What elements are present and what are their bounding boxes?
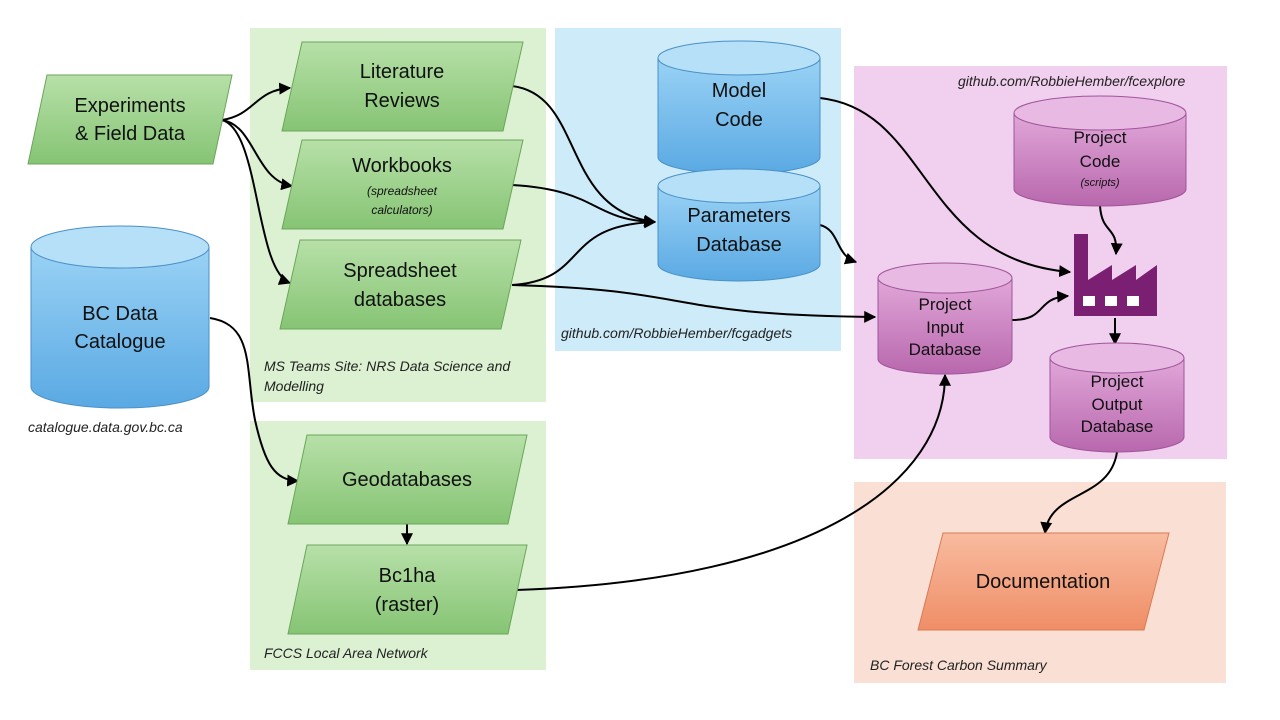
project-output-line1: Project (1091, 372, 1144, 391)
arrow-workbooks-parameters (511, 184, 657, 228)
parameters-line2: Database (696, 234, 782, 256)
bc1ha-node[interactable]: Bc1ha (raster) (287, 544, 528, 635)
project-output-line2: Output (1091, 395, 1142, 414)
experiments-line1: Experiments (74, 95, 185, 117)
project-input-line2: Input (926, 318, 964, 337)
parameters-database-node[interactable]: Parameters Database (657, 168, 821, 282)
catalogue-url-label: catalogue.data.gov.bc.ca (28, 419, 183, 435)
bc-forest-carbon-label: BC Forest Carbon Summary (870, 657, 1048, 673)
ms-teams-label-line1: MS Teams Site: NRS Data Science and (264, 358, 511, 374)
arrow-spreadsheet-parameters (511, 216, 657, 286)
arrow-parameters-factory (819, 224, 858, 265)
documentation-label: Documentation (976, 571, 1111, 593)
connectors (209, 82, 1123, 591)
project-code-node[interactable]: Project Code (scripts) (1013, 95, 1187, 207)
arrow-input-factory (1011, 290, 1070, 321)
arrow-experiments-literature (221, 82, 292, 121)
project-code-line1: Project (1074, 128, 1127, 147)
model-code-line2: Code (715, 109, 763, 131)
fccs-lan-label: FCCS Local Area Network (264, 645, 429, 661)
spreadsheet-databases-node[interactable]: Spreadsheet databases (279, 239, 522, 330)
arrow-catalogue-geodatabases (209, 317, 300, 487)
factory-icon (1074, 234, 1157, 316)
fcgadgets-label: github.com/RobbieHember/fcgadgets (561, 325, 792, 341)
workbooks-title: Workbooks (352, 155, 452, 177)
bc1ha-line1: Bc1ha (379, 565, 437, 587)
fcexplore-label: github.com/RobbieHember/fcexplore (958, 73, 1185, 89)
arrow-output-documentation (1040, 451, 1118, 535)
project-output-line3: Database (1081, 417, 1154, 436)
project-code-sub: (scripts) (1080, 177, 1119, 189)
arrow-literature-parameters (511, 85, 657, 227)
project-code-line2: Code (1080, 152, 1121, 171)
documentation-node[interactable]: Documentation (917, 532, 1170, 631)
model-code-node[interactable]: Model Code (657, 40, 821, 175)
arrow-experiments-workbooks (221, 119, 294, 191)
experiments-node[interactable]: Experiments & Field Data (27, 74, 233, 165)
project-input-line1: Project (919, 295, 972, 314)
model-code-line1: Model (712, 80, 766, 102)
arrow-experiments-spreadsheet (221, 119, 292, 285)
geodatabases-label: Geodatabases (342, 469, 472, 491)
ms-teams-label-line2: Modelling (264, 378, 324, 394)
experiments-line2: & Field Data (75, 123, 186, 145)
catalogue-line2: Catalogue (74, 331, 165, 353)
arrow-spreadsheet-input (511, 284, 877, 323)
project-input-database-node[interactable]: Project Input Database (877, 262, 1013, 375)
bc-data-catalogue-node[interactable]: BC Data Catalogue (30, 225, 210, 409)
workbooks-sub-line2: calculators) (371, 203, 432, 217)
literature-line1: Literature (360, 61, 445, 83)
workbooks-sub-line1: (spreadsheet (367, 184, 438, 198)
spreadsheet-line1: Spreadsheet (343, 260, 457, 282)
arrow-projectcode-factory (1099, 205, 1123, 256)
project-output-database-node[interactable]: Project Output Database (1049, 342, 1185, 453)
spreadsheet-line2: databases (354, 289, 446, 311)
geodatabases-node[interactable]: Geodatabases (287, 434, 528, 525)
bc1ha-line2: (raster) (375, 594, 439, 616)
arrow-bc1ha-input (515, 373, 951, 591)
workbooks-node[interactable]: Workbooks (spreadsheet calculators) (281, 139, 524, 230)
parameters-line1: Parameters (687, 205, 790, 227)
catalogue-line1: BC Data (82, 303, 158, 325)
literature-line2: Reviews (364, 90, 440, 112)
project-input-line3: Database (909, 340, 982, 359)
arrow-modelcode-factory (819, 97, 1072, 278)
literature-reviews-node[interactable]: Literature Reviews (281, 41, 524, 132)
